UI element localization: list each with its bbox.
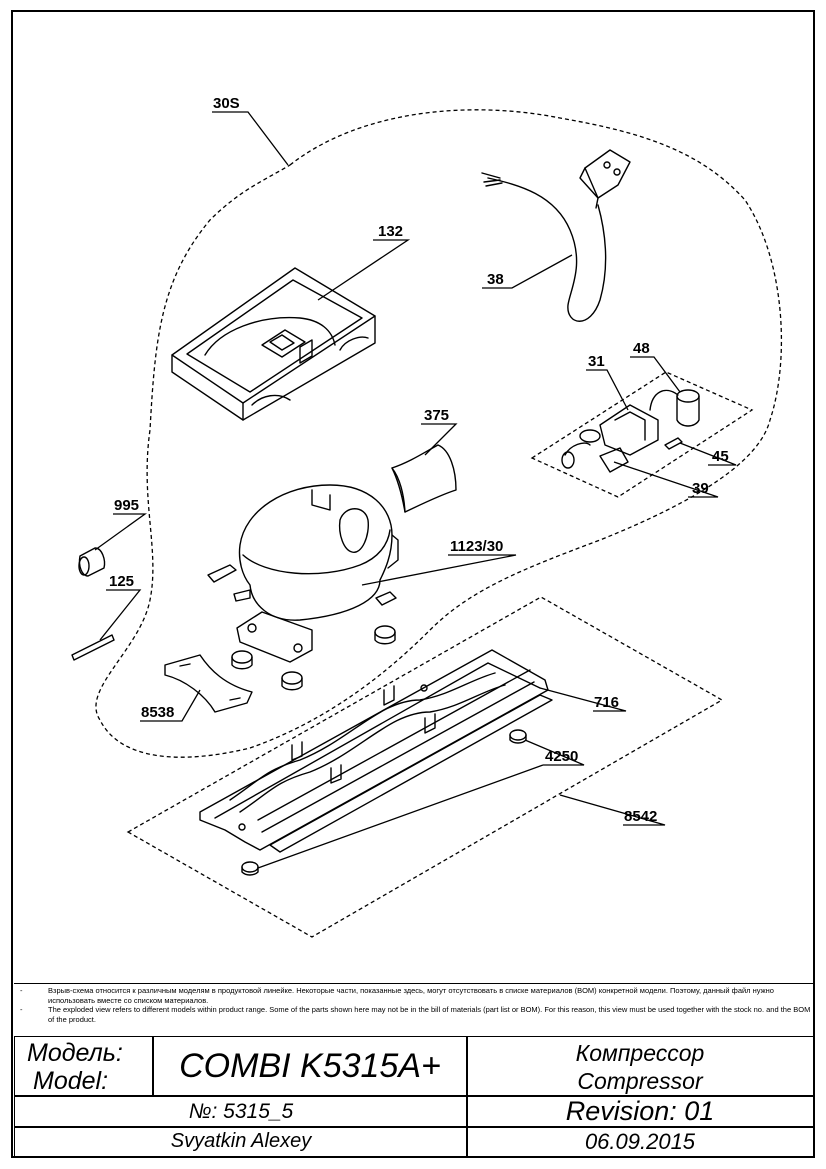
pin-125: [71, 634, 115, 661]
leader-39: [613, 461, 719, 498]
cover-box-132: [171, 267, 376, 421]
leader-30s: [212, 111, 289, 166]
compressor-1123-30: [207, 484, 399, 663]
callout-48: 48: [633, 340, 650, 357]
callout-8542: 8542: [624, 808, 657, 825]
leader-995: [94, 513, 148, 551]
leader-38: [482, 254, 573, 289]
capacitor-48: [649, 389, 700, 427]
insulation-375: [391, 444, 457, 513]
callout-1123: 1123/30: [450, 538, 503, 555]
revision: Revision: 01: [565, 1096, 715, 1126]
leader-31: [586, 369, 629, 411]
callout-31: 31: [588, 353, 605, 370]
assembly-30s-boundary: [95, 109, 783, 758]
model-label-cell: Модель: Model:: [14, 1036, 154, 1097]
sleeve-995: [78, 547, 106, 577]
date-cell: 06.09.2015: [466, 1126, 814, 1157]
base-group-8542-boundary: [126, 596, 724, 938]
callout-8538: 8538: [141, 704, 174, 721]
callout-995: 995: [114, 497, 139, 514]
note-ru: -Взрыв-схема относится к различным модел…: [20, 986, 774, 1005]
model-name-cell: COMBI K5315A+: [152, 1036, 468, 1097]
leader-4250: [257, 739, 585, 869]
callout-39: 39: [692, 480, 709, 497]
leader-1123: [361, 554, 517, 586]
callout-132: 132: [378, 223, 403, 240]
base-rails-716: [199, 649, 553, 853]
note-en-text: The exploded view refers to different mo…: [48, 1005, 811, 1024]
leader-125: [99, 589, 142, 641]
author-cell: Svyatkin Alexey: [14, 1126, 468, 1157]
model-label-en: Model:: [33, 1067, 109, 1095]
callout-30s: 30S: [213, 95, 240, 112]
part-name-ru: Компрессор: [575, 1040, 705, 1066]
note-ru-text: Взрыв-схема относится к различным моделя…: [48, 986, 774, 1005]
callout-716: 716: [594, 694, 619, 711]
model-label-ru: Модель:: [27, 1039, 123, 1067]
date: 06.09.2015: [584, 1128, 696, 1154]
leader-8542: [559, 794, 666, 826]
callout-4250: 4250: [545, 748, 578, 765]
leader-8538: [140, 689, 201, 722]
model-name: COMBI K5315A+: [179, 1047, 441, 1085]
note-en: -The exploded view refers to different m…: [20, 1005, 811, 1024]
disclaimer-notes: -Взрыв-схема относится к различным модел…: [14, 983, 814, 1037]
relay-31: [561, 404, 659, 473]
part-name-en: Compressor: [577, 1068, 703, 1094]
leader-375: [421, 423, 458, 456]
feet-4250: [241, 729, 527, 876]
grommets: [231, 625, 396, 691]
leader-48: [630, 356, 681, 393]
leader-132: [317, 239, 411, 301]
part-name-cell: Компрессор Compressor: [466, 1036, 814, 1097]
electrical-group-boundary: [530, 371, 754, 498]
clip-plate-8538: [164, 654, 253, 713]
callout-125: 125: [109, 573, 134, 590]
leader-716: [539, 687, 627, 712]
callout-45: 45: [712, 448, 729, 465]
author: Svyatkin Alexey: [170, 1130, 312, 1152]
number-cell: №: 5315_5: [14, 1095, 468, 1128]
revision-cell: Revision: 01: [466, 1095, 814, 1128]
drawing-frame: [11, 10, 815, 1158]
callout-38: 38: [487, 271, 504, 288]
part-45: [664, 437, 683, 450]
callout-375: 375: [424, 407, 449, 424]
leader-45: [679, 442, 737, 466]
power-cord-38: [481, 149, 631, 322]
title-block: Модель: Model: COMBI K5315A+ Компрессор …: [14, 1036, 814, 1157]
exploded-view-drawing: 30S 132 38 375 31 48 45 39 995 125 1123/…: [71, 95, 783, 938]
drawing-number: №: 5315_5: [188, 1099, 294, 1123]
